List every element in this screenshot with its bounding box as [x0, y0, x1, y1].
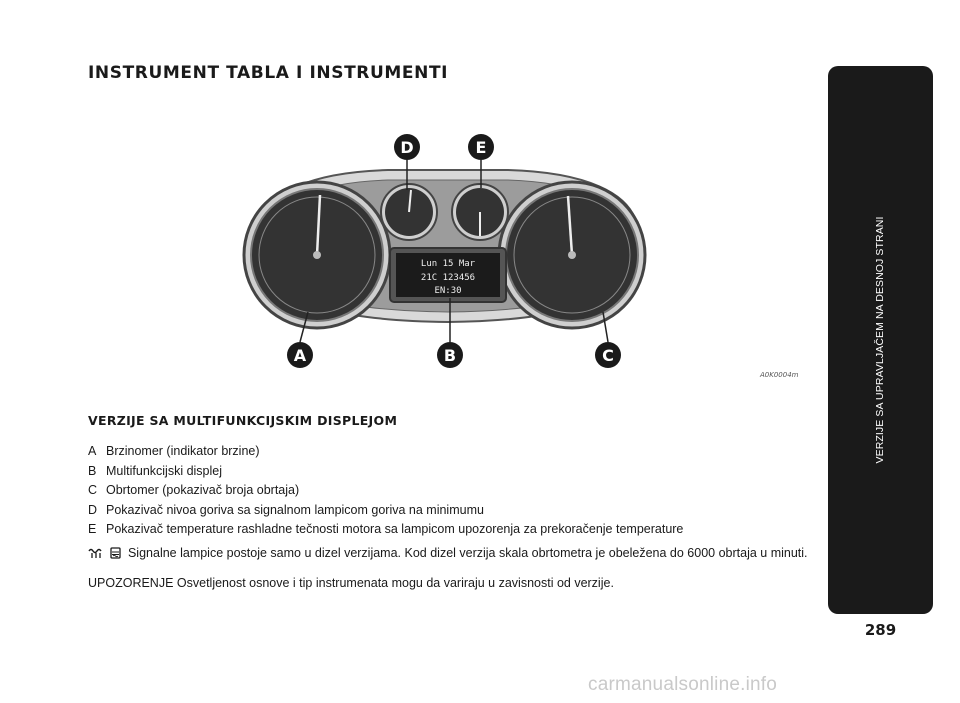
svg-text:D: D: [400, 138, 413, 157]
legend-letter: C: [88, 483, 98, 498]
component-legend: A Brzinomer (indikator brzine) B Multifunk…: [88, 442, 683, 540]
watermark: carmanualsonline.info: [588, 674, 778, 695]
legend-item: B Multifunkcijski displej: [88, 462, 683, 482]
legend-text: Multifunkcijski displej: [106, 463, 223, 478]
legend-item: C Obrtomer (pokazivač broja obrtaja): [88, 481, 683, 501]
callout-b: B: [437, 342, 463, 368]
svg-text:B: B: [444, 346, 456, 365]
legend-text: Pokazivač temperature rashladne tečnosti…: [106, 522, 684, 537]
chapter-side-tab: VERZIJE SA UPRAVLJAČEM NA DESNOJ STRANI: [828, 66, 933, 614]
chapter-side-tab-label: VERZIJE SA UPRAVLJAČEM NA DESNOJ STRANI: [874, 216, 886, 464]
warning-note: UPOZORENJE Osvetljenost osnove i tip ins…: [88, 576, 614, 590]
page-number: 289: [864, 621, 897, 639]
multifunction-display: Lun 15 Mar 21C 123456 EN:30: [389, 247, 507, 303]
legend-letter: E: [88, 522, 97, 537]
diesel-note-text: Signalne lampice postoje samo u dizel ve…: [127, 546, 808, 560]
glow-plug-icon: [88, 548, 104, 562]
figure-code: A0K0004m: [760, 371, 799, 379]
svg-text:E: E: [476, 138, 487, 157]
display-date: Lun 15 Mar: [421, 259, 476, 269]
callout-c: C: [595, 342, 621, 368]
legend-text: Pokazivač nivoa goriva sa signalnom lamp…: [106, 502, 484, 517]
svg-text:C: C: [602, 346, 614, 365]
display-odometer: 21C 123456: [421, 273, 475, 283]
instrument-panel-illustration: Lun 15 Mar 21C 123456 EN:30 D E A B C: [242, 134, 647, 368]
tachometer-gauge: [497, 180, 647, 330]
legend-item: E Pokazivač temperature rashladne tečnost…: [88, 520, 683, 540]
diesel-filter-icon: [110, 547, 122, 562]
coolant-temperature-gauge: [451, 183, 509, 241]
fuel-gauge: [380, 183, 438, 241]
legend-letter: B: [88, 463, 97, 478]
legend-text: Obrtomer (pokazivač broja obrtaja): [106, 483, 300, 498]
legend-text: Brzinomer (indikator brzine): [106, 444, 260, 458]
callout-e: E: [468, 134, 494, 160]
section-title: VERZIJE SA MULTIFUNKCIJSKIM DISPLEJOM: [88, 413, 398, 428]
display-clock: EN:30: [434, 286, 461, 296]
diesel-note: Signalne lampice postoje samo u dizel ve…: [88, 546, 808, 562]
instrument-panel-figure: Lun 15 Mar 21C 123456 EN:30 D E A B C: [238, 130, 658, 375]
legend-item: D Pokazivač nivoa goriva sa signalnom lam…: [88, 501, 683, 521]
callout-d: D: [394, 134, 420, 160]
page-title: INSTRUMENT TABLA I INSTRUMENTI: [88, 63, 449, 83]
speedometer-gauge: [242, 180, 392, 330]
callout-a: A: [287, 342, 313, 368]
svg-text:A: A: [294, 346, 307, 365]
legend-letter: A: [88, 444, 97, 458]
legend-letter: D: [88, 502, 98, 517]
legend-item: A Brzinomer (indikator brzine): [88, 442, 683, 462]
